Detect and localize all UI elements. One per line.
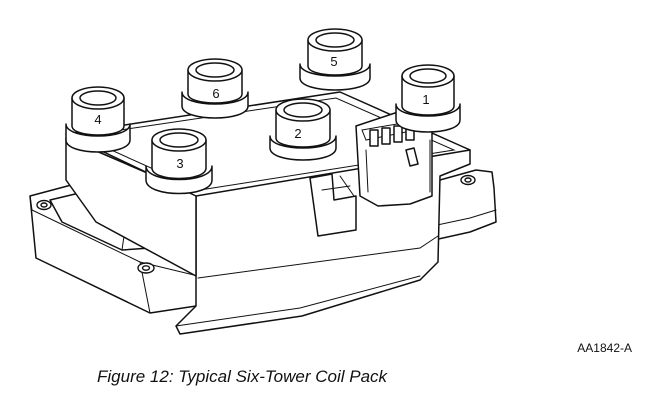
- connector-latch: [405, 147, 419, 167]
- tower-5: 5: [299, 28, 371, 91]
- tower-label: 2: [294, 126, 301, 141]
- tower-3: 3: [145, 128, 213, 195]
- connector-terminal: [381, 127, 391, 145]
- tower-6: 6: [181, 58, 249, 119]
- tower-label: 3: [176, 156, 183, 171]
- figure-caption: Figure 12: Typical Six-Tower Coil Pack: [97, 367, 388, 386]
- tower-label: 5: [330, 54, 337, 69]
- electrical-connector: [355, 111, 433, 207]
- tower-2: 2: [269, 98, 337, 161]
- tower-label: 6: [212, 86, 219, 101]
- connector-terminal: [369, 129, 379, 147]
- mounting-holes: [36, 174, 476, 274]
- tower-label: 4: [94, 112, 101, 127]
- tower-group: 4 6 5: [65, 28, 461, 195]
- connector-terminal: [393, 125, 403, 143]
- tower-1: 1: [395, 64, 461, 133]
- part-number: AA1842-A: [577, 341, 632, 355]
- tower-label: 1: [422, 92, 429, 107]
- tower-4: 4: [65, 86, 131, 153]
